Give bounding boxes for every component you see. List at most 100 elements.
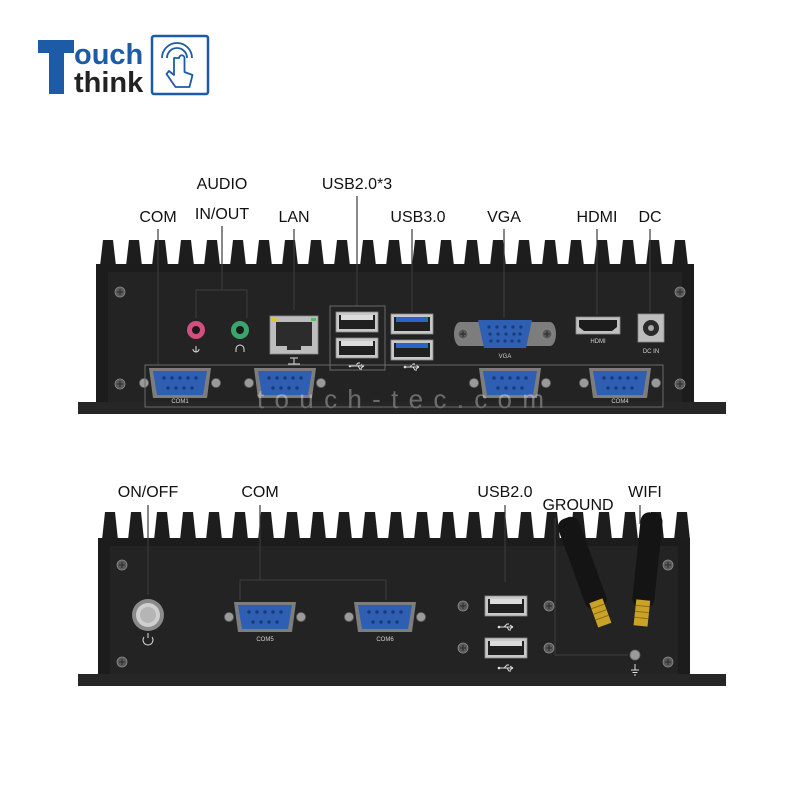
label-com-front: COM (241, 484, 278, 501)
heatsink-fin (256, 240, 272, 266)
network-icon (288, 357, 300, 365)
heatsink-fin (464, 240, 480, 266)
headphone-icon (235, 344, 245, 352)
vga-port: VGA (454, 320, 556, 360)
label-audio: AUDIO (197, 176, 248, 193)
label-usb3: USB3.0 (390, 209, 445, 226)
device-rear-panel: VGA HDMI DC IN COM1 COM4 touch-tec.com (78, 240, 726, 414)
heatsink-fin (360, 240, 376, 266)
dc-in-port: DC IN (637, 313, 665, 355)
heatsink-fin (412, 240, 428, 266)
heatsink-fin (308, 240, 324, 266)
heatsink-fins-top (100, 240, 688, 266)
label-usb2-x3: USB2.0*3 (322, 176, 392, 193)
heatsink-fin (100, 240, 116, 266)
label-usb2-front: USB2.0 (477, 484, 532, 501)
hdmi-port-label: HDMI (590, 339, 606, 345)
usb2-port (335, 337, 379, 359)
top-leader-lines (144, 196, 664, 408)
logo-word-think: think (74, 67, 144, 99)
heatsink-fin (544, 512, 560, 540)
power-button (132, 599, 164, 646)
heatsink-fin (466, 512, 482, 540)
heatsink-fin (102, 512, 118, 540)
heatsink-fin (620, 240, 636, 266)
heatsink-fin (334, 240, 350, 266)
heatsink-fin (438, 240, 454, 266)
heatsink-fin (672, 240, 688, 266)
bottom-leader-lines (147, 505, 641, 656)
dc-in-port-label: DC IN (643, 349, 659, 355)
heatsink-fin (414, 512, 430, 540)
heatsink-fin (178, 240, 194, 266)
heatsink-fin (490, 240, 506, 266)
logo-word-ouch: ouch (74, 39, 143, 71)
audio-out-jack (231, 321, 249, 352)
screw (662, 559, 674, 571)
heatsink-fin (542, 240, 558, 266)
usb2-port (484, 637, 528, 659)
heatsink-fin (596, 512, 612, 540)
wifi-antenna (557, 516, 612, 628)
com4-port-label: COM4 (611, 399, 629, 405)
heatsink-fin (232, 512, 248, 540)
heatsink-fin (180, 512, 196, 540)
heatsink-fin (594, 240, 610, 266)
heatsink-fin (154, 512, 170, 540)
screw (662, 656, 674, 668)
ground-terminal (629, 649, 641, 676)
heatsink-fin (646, 240, 662, 266)
screw (457, 600, 469, 612)
heatsink-fin (336, 512, 352, 540)
heatsink-fin (386, 240, 402, 266)
heatsink-fin (126, 240, 142, 266)
screw (114, 286, 126, 298)
heatsink-fin (518, 512, 534, 540)
heatsink-fin (128, 512, 144, 540)
heatsink-fins-bottom (102, 512, 690, 540)
label-wifi: WIFI (628, 484, 662, 501)
touch-hand-icon (150, 34, 210, 96)
heatsink-fin (258, 512, 274, 540)
screw (457, 642, 469, 654)
leader-line-ground (554, 518, 628, 656)
label-in-out: IN/OUT (195, 206, 249, 223)
usb3-port (390, 339, 434, 361)
label-dc: DC (638, 209, 661, 226)
screw (116, 656, 128, 668)
chassis-flange (78, 674, 726, 686)
heatsink-fin (516, 240, 532, 266)
screw (114, 378, 126, 390)
heatsink-fin (310, 512, 326, 540)
top-panel-labels: AUDIO IN/OUT USB2.0*3 COM LAN USB3.0 VGA… (139, 176, 661, 226)
microphone-icon (192, 346, 200, 353)
heatsink-fin (204, 240, 220, 266)
heatsink-fin (568, 240, 584, 266)
label-on-off: ON/OFF (118, 484, 179, 501)
usb2-bracket (329, 305, 386, 371)
usb3-port (390, 313, 434, 335)
bottom-panel-labels: ON/OFF COM USB2.0 GROUND WIFI (118, 484, 662, 514)
ground-icon (631, 664, 639, 676)
leader-line-com-front (239, 505, 387, 600)
audio-in-jack (187, 321, 205, 353)
label-lan: LAN (278, 209, 309, 226)
label-vga: VGA (487, 209, 521, 226)
chassis-flange (78, 402, 726, 414)
device-front-panel: COM5 COM6 (78, 512, 726, 686)
com5-port-label: COM5 (256, 637, 274, 643)
heatsink-fin (152, 240, 168, 266)
heatsink-fin (282, 240, 298, 266)
heatsink-fin (492, 512, 508, 540)
heatsink-fin (230, 240, 246, 266)
label-com: COM (139, 209, 176, 226)
leader-line-audio (195, 226, 248, 318)
heatsink-fin (284, 512, 300, 540)
heatsink-fin (388, 512, 404, 540)
label-hdmi: HDMI (577, 209, 618, 226)
heatsink-fin (674, 512, 690, 540)
lan-port (269, 315, 319, 365)
wifi-antenna (632, 512, 663, 627)
screw (543, 600, 555, 612)
